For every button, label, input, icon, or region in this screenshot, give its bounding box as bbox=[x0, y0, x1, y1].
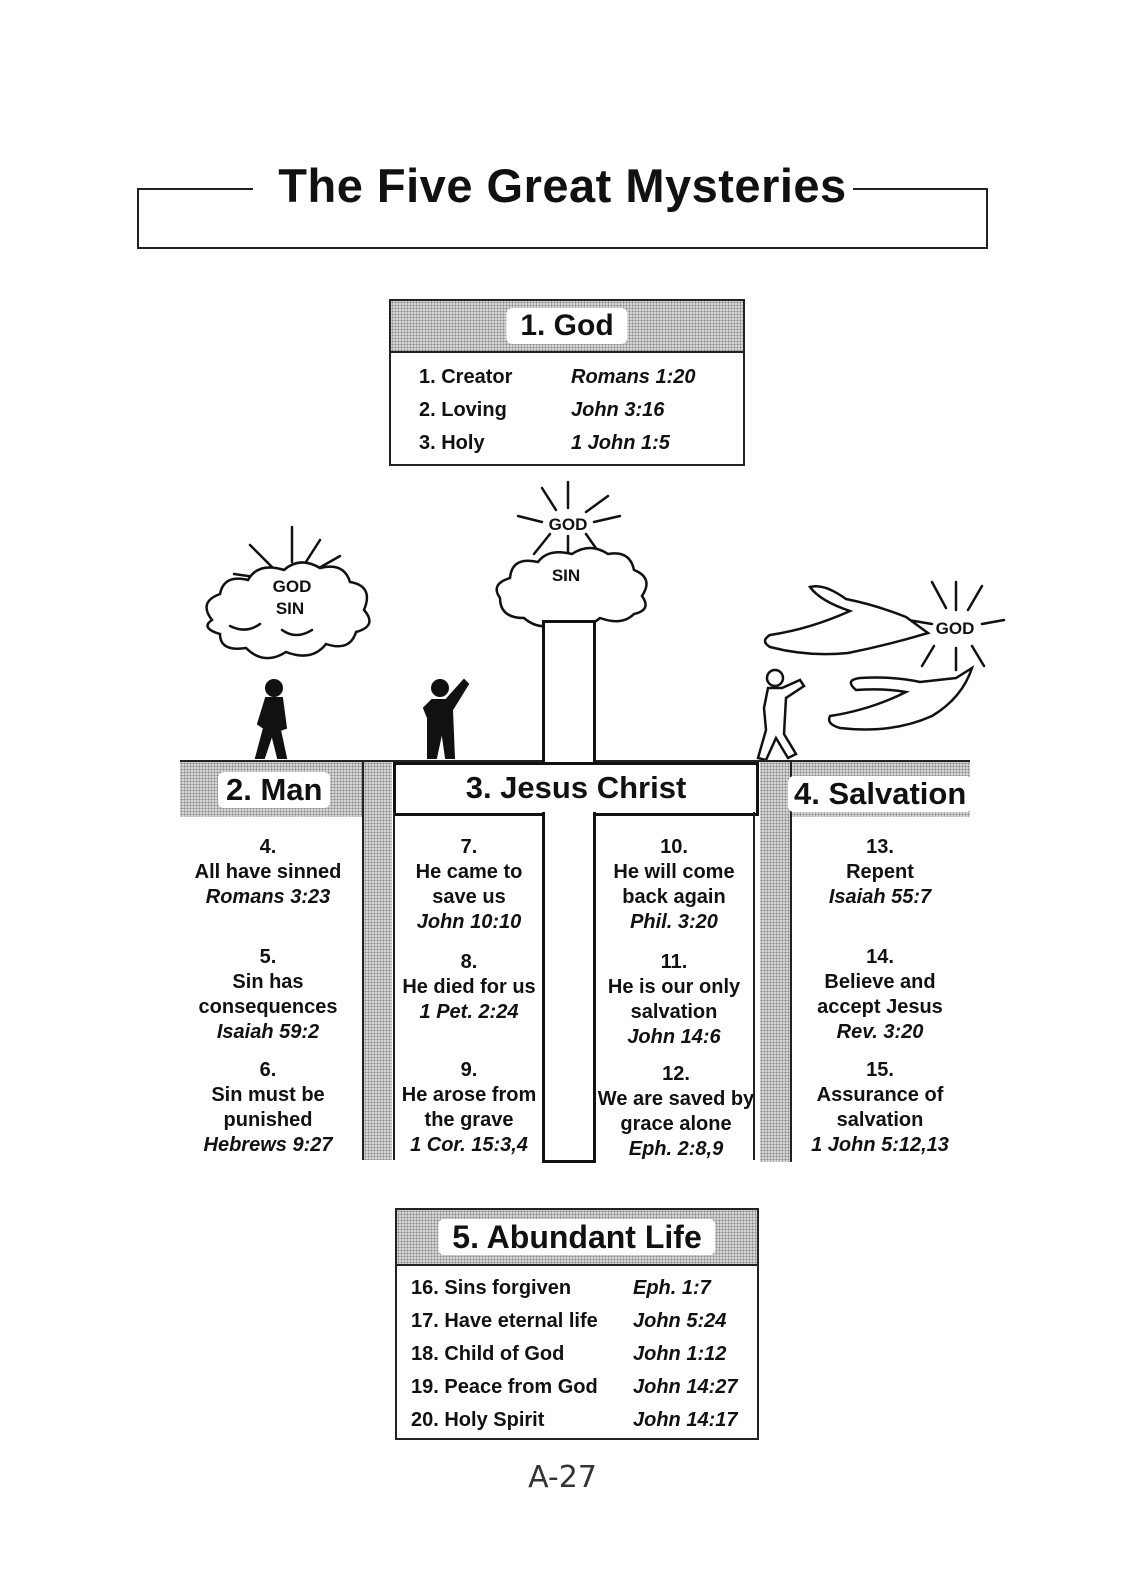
jesus-point-7: 7. He came to save us John 10:10 bbox=[398, 835, 540, 935]
man-point-4-text: All have sinned bbox=[194, 861, 342, 883]
salvation-point-14: 14. Believe and accept Jesus Rev. 3:20 bbox=[794, 945, 966, 1045]
god-item-3: 3. Holy bbox=[419, 432, 485, 454]
man-heading: 2. Man bbox=[218, 772, 331, 808]
man-point-6-text: Sin must be punished bbox=[211, 1084, 325, 1131]
salvation-point-14-text: Believe and accept Jesus bbox=[817, 971, 943, 1018]
salvation-point-13-ref: Isaiah 55:7 bbox=[828, 886, 932, 908]
walking-man-icon bbox=[254, 679, 288, 759]
abundant-item-16: 16. Sins forgiven bbox=[411, 1277, 572, 1299]
jesus-point-7-ref: John 10:10 bbox=[416, 911, 522, 933]
jesus-point-10: 10. He will come back again Phil. 3:20 bbox=[596, 835, 752, 935]
cross-beam bbox=[393, 762, 759, 816]
reaching-man-icon bbox=[422, 678, 470, 759]
salvation-point-13-text: Repent bbox=[846, 861, 914, 883]
walking-to-hands-man-icon bbox=[756, 668, 806, 762]
jesus-point-8-text: He died for us bbox=[402, 976, 536, 998]
jesus-point-8: 8. He died for us 1 Pet. 2:24 bbox=[398, 950, 540, 1025]
center-sin-label: SIN bbox=[552, 566, 580, 585]
salvation-point-15: 15. Assurance of salvation 1 John 5:12,1… bbox=[794, 1058, 966, 1158]
man-point-6-ref: Hebrews 9:27 bbox=[203, 1134, 333, 1156]
man-pillar bbox=[362, 762, 392, 1160]
god-item-1-ref: Romans 1:20 bbox=[571, 366, 696, 388]
jesus-point-11: 11. He is our only salvation John 14:6 bbox=[596, 950, 752, 1050]
salvation-point-13: 13. Repent Isaiah 55:7 bbox=[794, 835, 966, 910]
salvation-point-15-ref: 1 John 5:12,13 bbox=[811, 1134, 949, 1156]
salvation-point-15-text: Assurance of salvation bbox=[816, 1084, 944, 1131]
god-item-3-ref: 1 John 1:5 bbox=[571, 432, 670, 454]
jesus-point-12-text: We are saved by grace alone bbox=[597, 1088, 755, 1135]
lower-hand-icon bbox=[827, 665, 975, 731]
abundant-life-heading: 5. Abundant Life bbox=[438, 1219, 716, 1255]
salvation-heading: 4. Salvation bbox=[788, 776, 973, 812]
man-point-4: 4. All have sinned Romans 3:23 bbox=[180, 835, 356, 910]
jesus-point-10-text: He will come back again bbox=[613, 861, 735, 908]
title-frame bbox=[137, 188, 988, 249]
jesus-point-10-ref: Phil. 3:20 bbox=[630, 911, 718, 933]
jesus-point-12: 12. We are saved by grace alone Eph. 2:8… bbox=[596, 1062, 756, 1162]
jesus-point-8-ref: 1 Pet. 2:24 bbox=[419, 1001, 519, 1023]
abundant-life-box-header: 5. Abundant Life bbox=[397, 1210, 757, 1266]
god-item-2-ref: John 3:16 bbox=[571, 399, 665, 421]
salvation-pillar bbox=[760, 762, 792, 1162]
abundant-item-18: 18. Child of God bbox=[411, 1343, 565, 1365]
god-item-1: 1. Creator bbox=[419, 366, 513, 388]
jesus-point-7-text: He came to save us bbox=[415, 861, 523, 908]
man-point-5: 5. Sin has consequences Isaiah 59:2 bbox=[180, 945, 356, 1045]
abundant-item-19: 19. Peace from God bbox=[411, 1376, 598, 1398]
jesus-point-8-num: 8. bbox=[460, 951, 478, 973]
salvation-point-13-num: 13. bbox=[866, 836, 894, 858]
abundant-item-17: 17. Have eternal life bbox=[411, 1310, 598, 1332]
upper-hand-icon bbox=[763, 585, 931, 656]
center-god-label: GOD bbox=[549, 515, 588, 534]
cross-left-outline bbox=[393, 812, 395, 1160]
cross-right-outline bbox=[753, 812, 755, 1160]
abundant-life-box: 5. Abundant Life 16. Sins forgiven Eph. … bbox=[395, 1208, 759, 1440]
salvation-point-14-ref: Rev. 3:20 bbox=[836, 1021, 924, 1043]
left-cloud-icon bbox=[205, 561, 371, 660]
jesus-point-9-ref: 1 Cor. 15:3,4 bbox=[410, 1134, 528, 1156]
jesus-point-11-ref: John 14:6 bbox=[627, 1026, 721, 1048]
jesus-point-9: 9. He arose from the grave 1 Cor. 15:3,4 bbox=[398, 1058, 540, 1158]
man-point-5-text: Sin has consequences bbox=[198, 971, 338, 1018]
page-number: A-27 bbox=[528, 1460, 597, 1495]
cross-vertical-top bbox=[542, 620, 596, 765]
abundant-item-16-ref: Eph. 1:7 bbox=[633, 1277, 711, 1299]
man-point-5-ref: Isaiah 59:2 bbox=[216, 1021, 320, 1043]
right-god-label: GOD bbox=[936, 619, 975, 638]
page-title: The Five Great Mysteries bbox=[0, 158, 1125, 213]
jesus-point-7-num: 7. bbox=[460, 836, 478, 858]
jesus-point-9-text: He arose from the grave bbox=[401, 1084, 537, 1131]
center-cloud-icon bbox=[495, 546, 648, 628]
salvation-point-15-num: 15. bbox=[866, 1059, 894, 1081]
abundant-item-17-ref: John 5:24 bbox=[633, 1310, 727, 1332]
man-point-6: 6. Sin must be punished Hebrews 9:27 bbox=[180, 1058, 356, 1158]
god-box: 1. God 1. Creator Romans 1:20 2. Loving … bbox=[389, 299, 745, 466]
man-point-4-num: 4. bbox=[259, 836, 277, 858]
man-point-5-num: 5. bbox=[259, 946, 277, 968]
cross-vertical-bottom bbox=[542, 812, 596, 1163]
god-item-2: 2. Loving bbox=[419, 399, 507, 421]
jesus-point-9-num: 9. bbox=[460, 1059, 478, 1081]
left-god-label: GOD bbox=[273, 577, 312, 596]
page-title-text: The Five Great Mysteries bbox=[272, 159, 853, 212]
god-box-header: 1. God bbox=[391, 301, 743, 353]
jesus-heading: 3. Jesus Christ bbox=[465, 770, 687, 805]
jesus-point-11-text: He is our only salvation bbox=[607, 976, 741, 1023]
abundant-item-20: 20. Holy Spirit bbox=[411, 1409, 545, 1431]
jesus-point-10-num: 10. bbox=[660, 836, 688, 858]
jesus-point-12-ref: Eph. 2:8,9 bbox=[628, 1138, 724, 1160]
salvation-point-14-num: 14. bbox=[866, 946, 894, 968]
left-sin-label: SIN bbox=[276, 599, 304, 618]
jesus-point-11-num: 11. bbox=[660, 951, 688, 973]
jesus-point-12-num: 12. bbox=[662, 1063, 690, 1085]
god-heading: 1. God bbox=[506, 308, 628, 344]
abundant-item-20-ref: John 14:17 bbox=[633, 1409, 738, 1431]
man-point-6-num: 6. bbox=[259, 1059, 277, 1081]
man-point-4-ref: Romans 3:23 bbox=[205, 886, 331, 908]
abundant-item-19-ref: John 14:27 bbox=[633, 1376, 738, 1398]
abundant-item-18-ref: John 1:12 bbox=[633, 1343, 727, 1365]
